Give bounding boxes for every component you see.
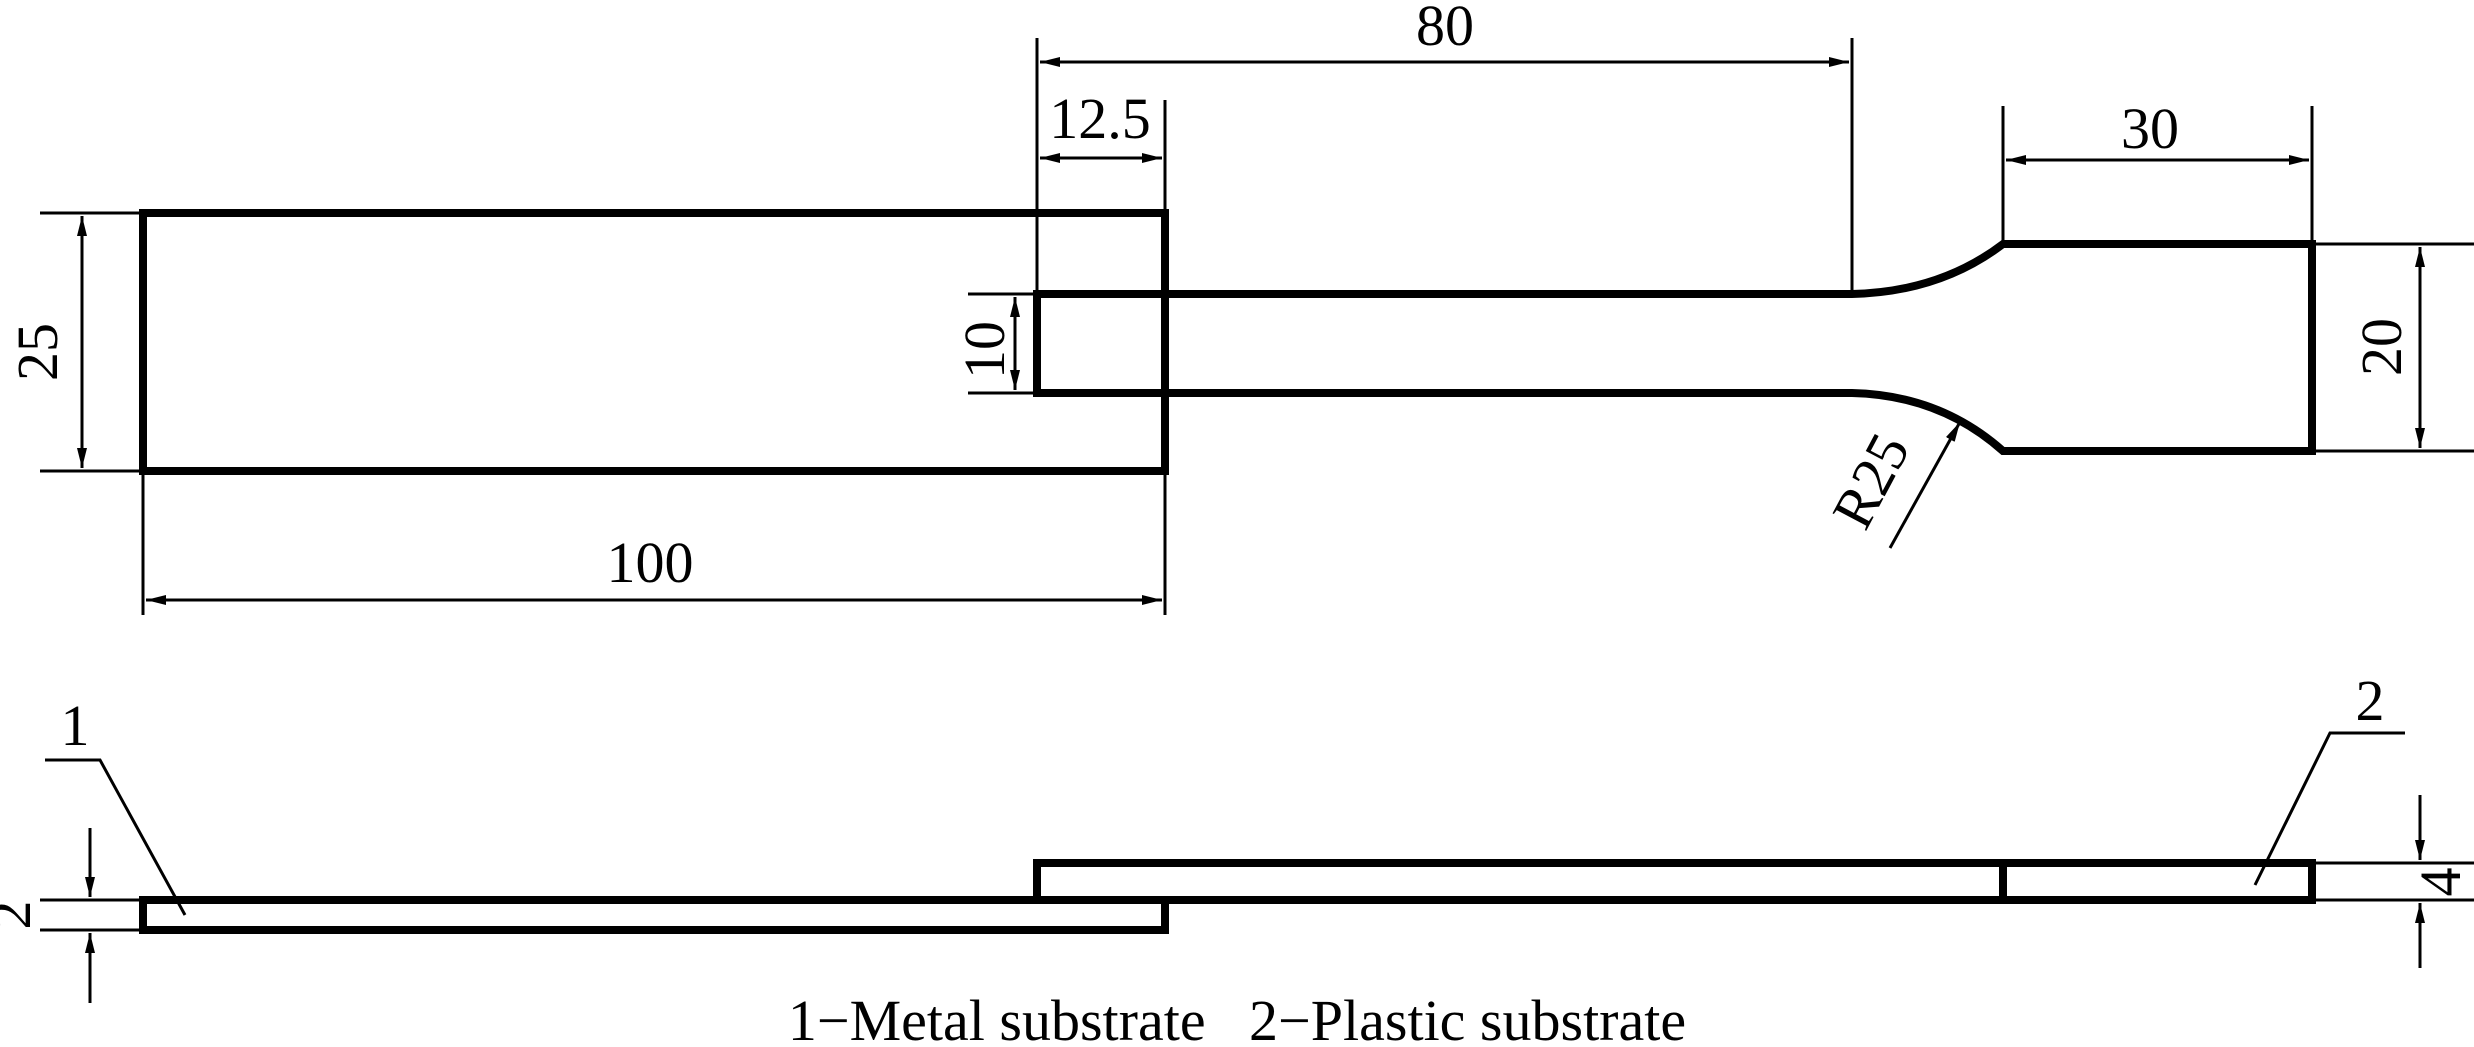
- plastic-substrate-side: [1033, 859, 2316, 904]
- dim-30-label: 30: [2121, 96, 2179, 161]
- plastic-substrate-top: [1165, 240, 2316, 455]
- metal-substrate-side: [139, 896, 1169, 934]
- radius-label: R25: [1819, 423, 1922, 539]
- plastic-end-inside-metal: [1033, 290, 1165, 397]
- side-view: 1 2 2 4: [0, 668, 2474, 1003]
- callout-2-label: 2: [2356, 668, 2385, 733]
- callout-1-leader: [45, 758, 187, 916]
- top-view: 80 12.5 30 25 10 20 100 R25: [5, 0, 2474, 615]
- dim-10-label: 10: [952, 321, 1017, 379]
- radius-leader: [1888, 421, 1962, 549]
- dim-25-label: 25: [5, 323, 70, 381]
- callout-1-label: 1: [61, 693, 90, 758]
- dim-4-label: 4: [2408, 868, 2473, 897]
- dim-20-label: 20: [2349, 318, 2414, 376]
- callout-2-leader: [2253, 731, 2405, 886]
- dim-100-label: 100: [607, 530, 694, 595]
- dim-80-label: 80: [1416, 0, 1474, 58]
- dim-2-label: 2: [0, 901, 43, 930]
- dim-12-5-label: 12.5: [1049, 86, 1151, 151]
- figure-caption: 1−Metal substrate 2−Plastic substrate: [788, 988, 1686, 1047]
